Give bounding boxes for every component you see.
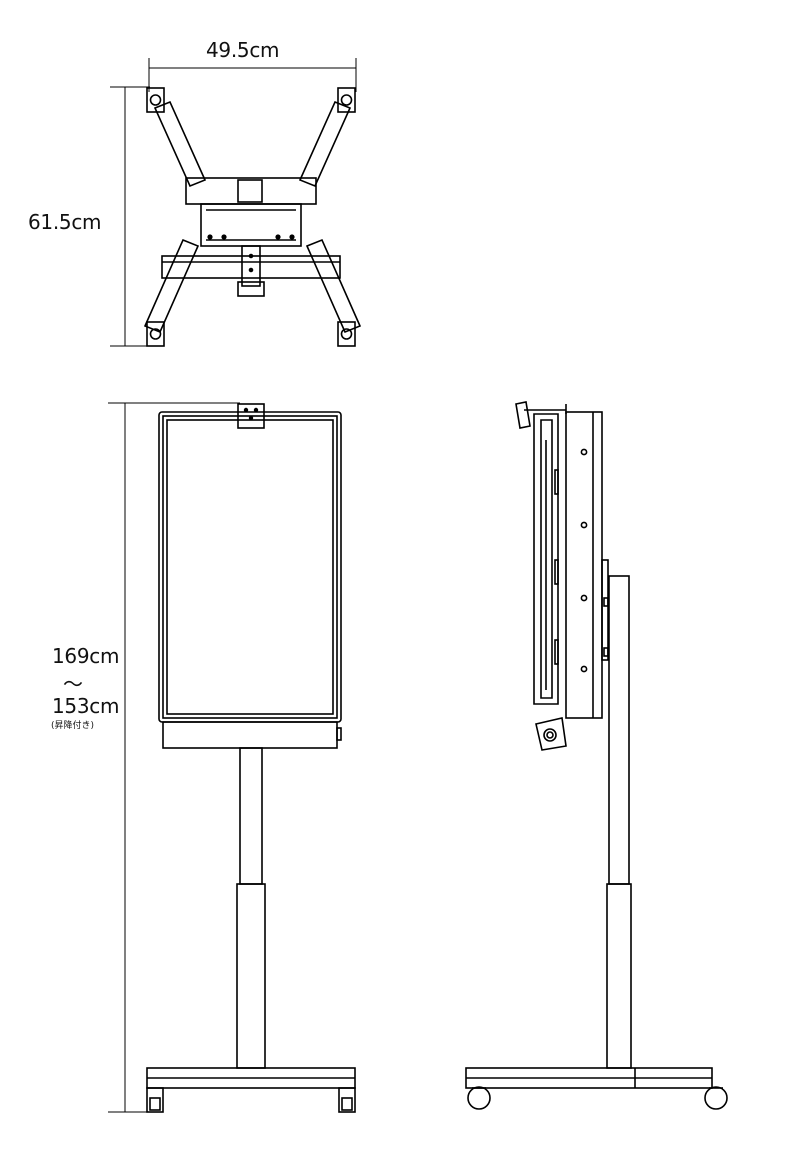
- side-mount-plate: [565, 411, 609, 719]
- side-bottom-speaker: [535, 717, 567, 751]
- width-dimension-line: [148, 58, 357, 92]
- side-view: [465, 401, 728, 1110]
- depth-label: 61.5cm: [28, 210, 102, 234]
- height-note: (昇降付き): [51, 721, 95, 731]
- side-display: [533, 413, 559, 705]
- side-pole: [606, 575, 632, 1069]
- front-view: [108, 402, 356, 1113]
- height-max-label: 169cm: [52, 644, 120, 668]
- top-view-body: [161, 177, 341, 297]
- height-dimension-line: [108, 402, 240, 1113]
- top-view-legs: [143, 100, 362, 334]
- side-base: [465, 1067, 728, 1110]
- front-top-bracket: [237, 403, 265, 429]
- front-display: [158, 411, 342, 749]
- range-symbol: 〜: [63, 672, 83, 696]
- top-view-casters: [146, 87, 356, 347]
- top-view: [110, 58, 362, 347]
- front-base: [146, 1067, 356, 1113]
- front-pole: [236, 747, 266, 1069]
- height-min-label: 153cm: [52, 694, 120, 718]
- depth-dimension-line: [110, 86, 150, 347]
- width-label: 49.5cm: [206, 38, 280, 62]
